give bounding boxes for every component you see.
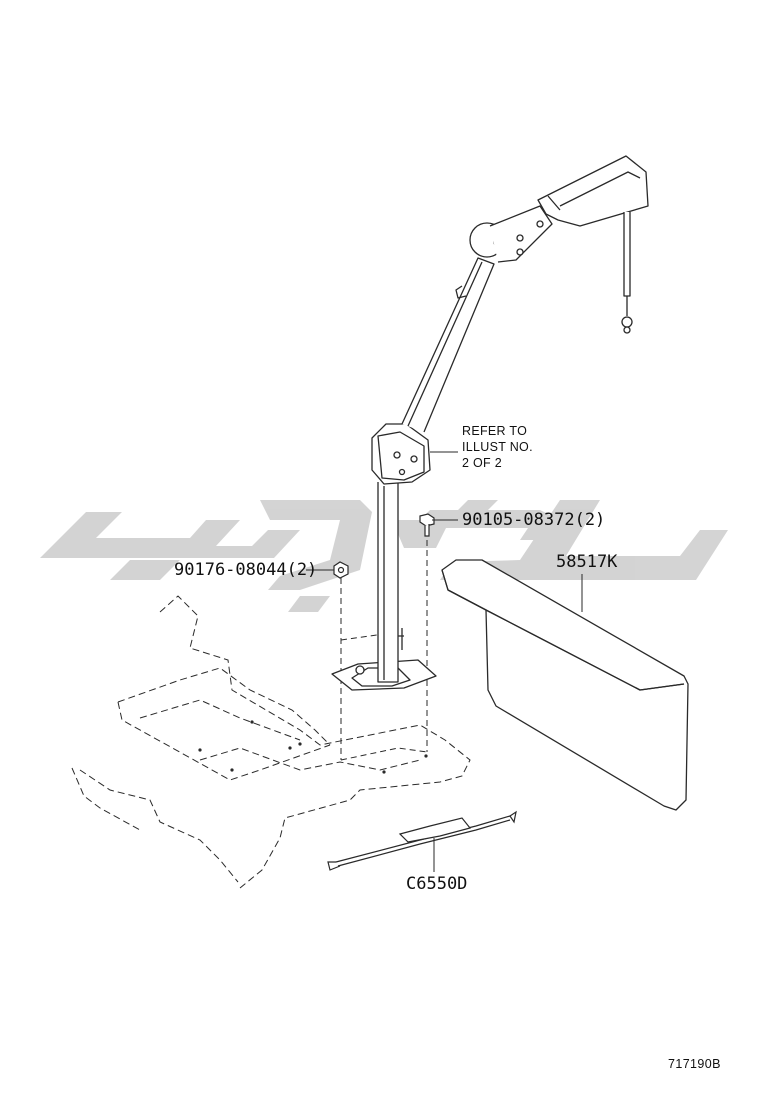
cover-panel [441,559,689,811]
illustration-id: 717190B [668,1057,721,1071]
refer-note-line3: 2 OF 2 [462,456,503,470]
refer-note-line1: REFER TO [462,424,528,438]
nut-icon [333,561,349,579]
floor-holes [198,720,428,774]
part-label-strap: C6550D [406,874,468,894]
guide-lines [340,530,428,761]
part-label-bolt: 90105-08372(2) [462,510,606,530]
refer-note: REFER TO ILLUST NO. 2 OF 2 [462,423,533,471]
floor-panel [71,595,471,889]
part-label-cover: 58517K [556,552,618,572]
tie-down-strap [327,810,517,871]
part-label-nut: 90176-08044(2) [174,560,318,580]
refer-note-line2: ILLUST NO. [462,440,533,454]
spare-tire-carrier-crane [331,155,649,691]
leader-lines [306,451,583,872]
bolt-icon [419,513,435,537]
